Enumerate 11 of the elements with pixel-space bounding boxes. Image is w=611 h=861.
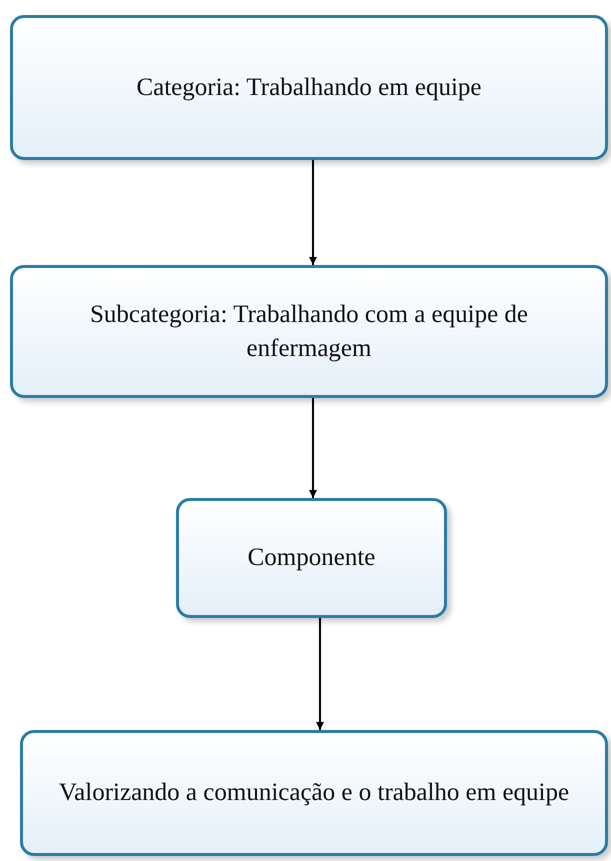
arrow [316,618,324,730]
node-label: Componente [248,543,376,574]
node-label: Valorizando a comunicação e o trabalho em equipe [58,778,570,808]
node-label: Subcategoria: Trabalhando com a equipe de enfermagem [88,300,530,364]
process-box [20,730,608,856]
process-box [10,265,608,398]
process-box [176,498,447,618]
node-label: Categoria: Trabalhando em equipe [136,72,482,103]
process-box [10,15,608,160]
arrow [309,398,317,498]
arrow [309,160,317,265]
